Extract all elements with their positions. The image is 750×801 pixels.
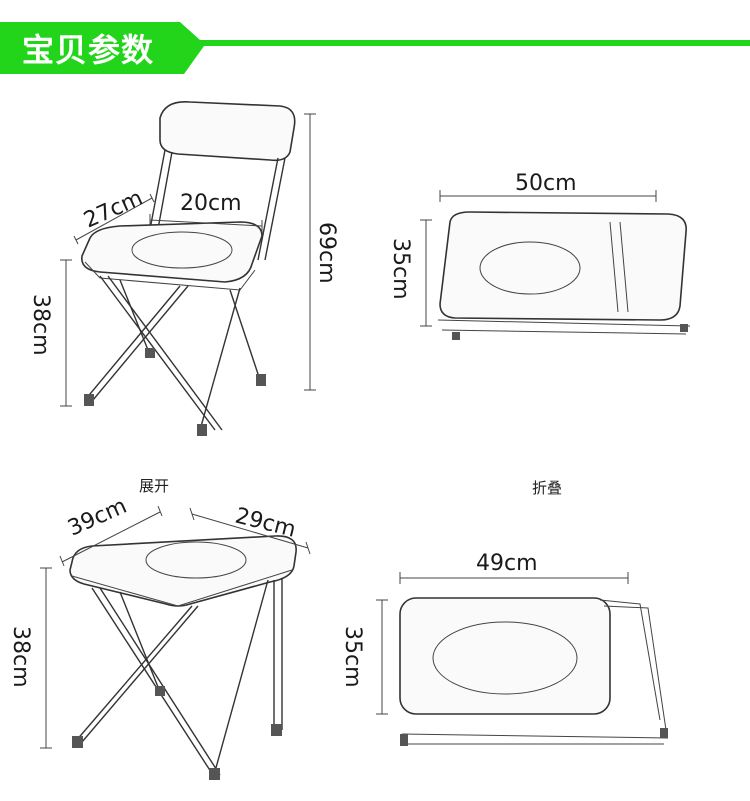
caption-unfolded: 展开 (139, 477, 170, 495)
caption-folded: 折叠 (532, 479, 563, 497)
dim-chair-height: 69cm (314, 222, 339, 284)
stool-unfolded: 39cm 29cm 38cm (8, 494, 311, 780)
chair-with-back-unfolded: 27cm 20cm 69cm 38cm (28, 101, 339, 436)
header-title: 宝贝参数 (22, 31, 155, 69)
dim-stool-depth: 39cm (64, 494, 130, 542)
stool-folded: 49cm 35cm (340, 551, 669, 746)
header-banner (0, 22, 750, 74)
dim-chair-width: 20cm (180, 191, 242, 216)
dim-folded-chair-depth: 35cm (388, 238, 413, 300)
dim-stool-seat-height: 38cm (8, 626, 33, 688)
dim-folded-stool-width: 49cm (476, 551, 538, 576)
dim-chair-seat-height: 38cm (28, 294, 53, 356)
dim-folded-chair-width: 50cm (515, 171, 577, 196)
chair-with-back-folded: 50cm 35cm (388, 171, 691, 340)
dim-folded-stool-depth: 35cm (340, 626, 365, 688)
section-header: 宝贝参数 (0, 0, 750, 90)
